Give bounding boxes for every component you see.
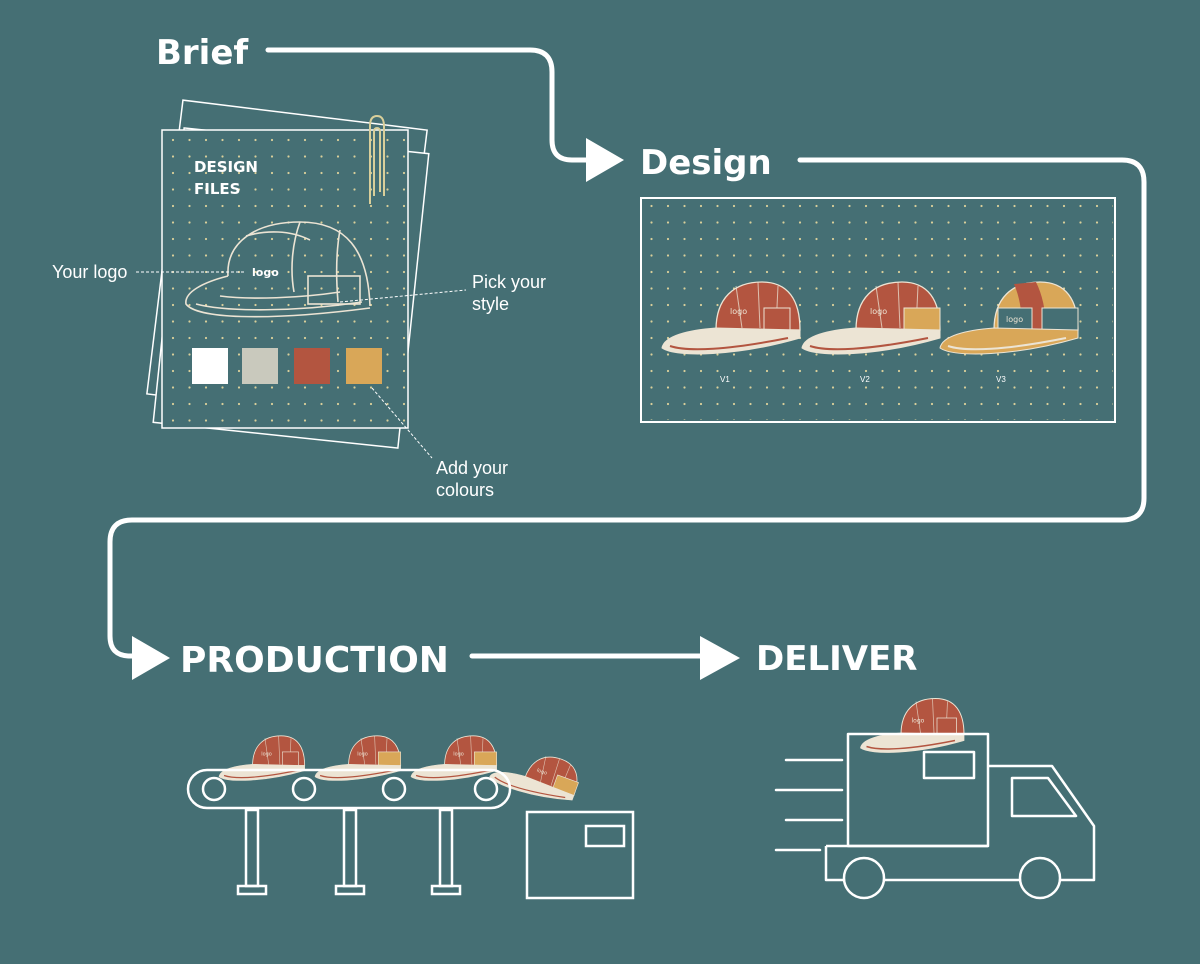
conveyor-roller-2: [291, 776, 317, 802]
color-swatches: [192, 348, 382, 384]
swatch-1: [192, 348, 228, 384]
annotation-pick-style-leader: [339, 289, 467, 303]
conveyor-roller-1: [201, 776, 227, 802]
flow-brief-to-design: [265, 47, 597, 163]
stage-label-brief: Brief: [156, 33, 249, 73]
arrowhead-production: [132, 636, 170, 680]
arrowhead-deliver: [700, 636, 740, 680]
flow-path: [107, 47, 1147, 659]
swatch-3: [294, 348, 330, 384]
annotation-your-logo: Your logo: [52, 262, 127, 282]
stage-label-deliver: DELIVER: [756, 639, 917, 679]
conveyor-legs: [236, 808, 462, 896]
design-files-stack: DESIGN FILES logo: [146, 99, 430, 449]
truck-wheel-front: [1018, 856, 1062, 900]
annotation-add-colours-line1: Add your: [436, 458, 508, 478]
conveyor-roller-3: [381, 776, 407, 802]
swatch-2: [242, 348, 278, 384]
annotation-add-colours-line2: colours: [436, 480, 494, 500]
cap-logo-text: logo: [252, 266, 279, 279]
annotation-pick-style-line1: Pick your: [472, 272, 546, 292]
annotation-add-colours-leader: [371, 387, 433, 459]
conveyor-cap-1: [218, 735, 306, 782]
variant-label-1: V1: [720, 375, 730, 384]
speed-lines: [774, 758, 844, 852]
production-conveyor: [186, 735, 635, 900]
shipping-box: [525, 810, 635, 900]
conveyor-cap-3: [410, 735, 498, 782]
variant-label-3: V3: [996, 375, 1006, 384]
delivery-truck: [774, 697, 1096, 900]
annotations: Your logo Pick your style Add your colou…: [52, 262, 546, 500]
design-files-title-line2: FILES: [194, 180, 240, 198]
truck-cargo-label: [922, 750, 976, 780]
stage-label-design: Design: [640, 143, 772, 183]
flow-design-to-production: [107, 157, 1147, 659]
conveyor-cap-2: [314, 735, 402, 782]
truck-cap: [859, 697, 965, 754]
paper-clip-icon: [369, 114, 385, 204]
truck-wheel-rear: [842, 856, 886, 900]
stage-label-production: PRODUCTION: [180, 640, 449, 681]
arrowheads: [132, 138, 740, 680]
swatch-4: [346, 348, 382, 384]
conveyor-belt: [186, 768, 512, 810]
cap-outline-sketch: [185, 221, 371, 318]
truck-cab-window: [1010, 776, 1078, 818]
arrowhead-design: [586, 138, 624, 182]
variant-label-2: V2: [860, 375, 870, 384]
conveyor-roller-4: [473, 776, 499, 802]
truck-chassis: [824, 844, 988, 882]
annotation-pick-style-line2: style: [472, 294, 509, 314]
design-variants-panel: V1 V2 V3: [640, 197, 1116, 423]
design-files-title-line1: DESIGN: [194, 158, 258, 176]
